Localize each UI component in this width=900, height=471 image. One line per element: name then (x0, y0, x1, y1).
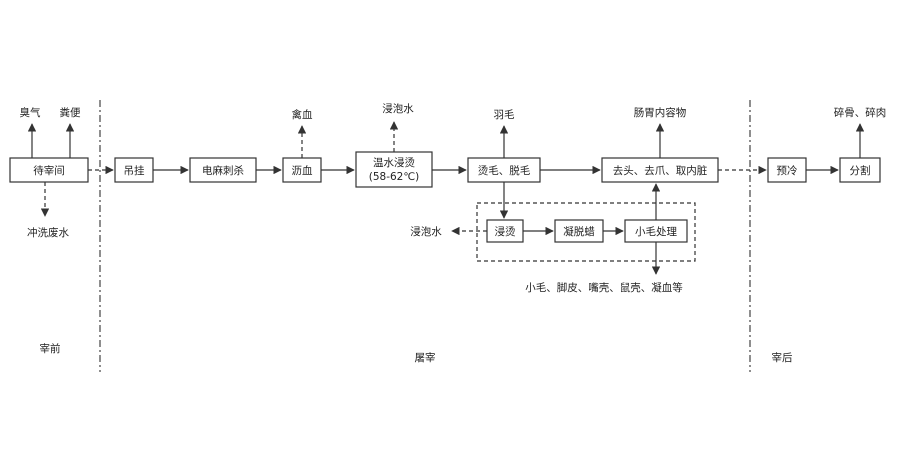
wax-dip-node: 凝脱蜡 (554, 219, 604, 243)
output-manure: 粪便 (60, 106, 81, 119)
output-scald-water-top: 浸泡水 (382, 102, 414, 115)
plucking-node: 烫毛、脱毛 (467, 157, 541, 183)
hanging-label: 吊挂 (124, 164, 145, 177)
waiting-pen-node: 待宰间 (9, 157, 89, 183)
stage-pre-slaughter: 宰前 (40, 342, 61, 355)
precooling-node: 预冷 (767, 157, 807, 183)
stage-slaughter: 屠宰 (415, 351, 436, 364)
wax-dip-label: 凝脱蜡 (563, 225, 595, 238)
feather-processing-group (476, 202, 696, 262)
bleeding-node: 沥血 (282, 157, 322, 183)
output-wash-water: 冲洗废水 (27, 226, 69, 239)
stage-post-slaughter: 宰后 (772, 351, 793, 364)
output-scald-water-left: 浸泡水 (410, 225, 442, 238)
stun-kill-node: 电麻刺杀 (189, 157, 257, 183)
precooling-label: 预冷 (777, 164, 798, 177)
scalding-temp-label: (58-62℃) (369, 171, 420, 183)
fine-feather-node: 小毛处理 (624, 219, 688, 243)
soaking-label: 浸烫 (495, 226, 516, 238)
scalding-node: 温水浸烫 (58-62℃) (355, 151, 433, 188)
waiting-pen-label: 待宰间 (33, 164, 65, 177)
output-bone-meat: 碎骨、碎肉 (834, 106, 887, 119)
soaking-node: 浸烫 (486, 219, 524, 243)
hanging-node: 吊挂 (114, 157, 154, 183)
evisceration-label: 去头、去爪、取内脏 (613, 164, 708, 177)
stun-kill-label: 电麻刺杀 (202, 164, 244, 177)
output-feathers: 羽毛 (494, 109, 515, 121)
cutting-node: 分割 (839, 157, 881, 183)
output-intestine-contents: 肠胃内容物 (634, 106, 687, 119)
output-small-waste: 小毛、脚皮、嘴壳、鼠壳、凝血等 (525, 281, 683, 294)
cutting-label: 分割 (850, 164, 871, 177)
fine-feather-label: 小毛处理 (635, 226, 677, 238)
output-poultry-blood: 禽血 (292, 108, 313, 121)
evisceration-node: 去头、去爪、取内脏 (601, 157, 719, 183)
bleeding-label: 沥血 (292, 164, 313, 177)
scalding-label: 温水浸烫 (373, 157, 415, 169)
plucking-label: 烫毛、脱毛 (478, 164, 531, 177)
output-odor: 臭气 (20, 106, 41, 119)
